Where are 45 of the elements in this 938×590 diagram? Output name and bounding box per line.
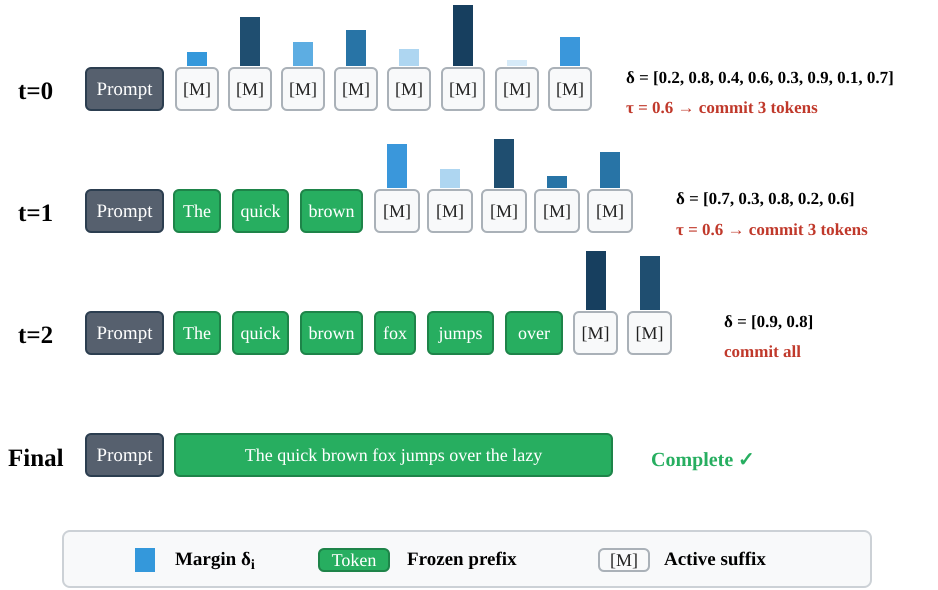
legend-label: Active suffix (664, 548, 766, 572)
mask-box: [M] (427, 189, 473, 233)
prompt-box: Prompt (85, 189, 164, 233)
prompt-box: Prompt (85, 311, 164, 355)
mask-box: [M] (387, 67, 431, 111)
legend-label: Frozen prefix (407, 548, 517, 572)
mask-box: [M] (441, 67, 485, 111)
commit-note: τ = 0.6 → commit 3 tokens (676, 219, 868, 240)
token-box: brown (300, 189, 363, 233)
mask-box: [M] (598, 548, 650, 572)
mask-box: [M] (228, 67, 272, 111)
mask-box: [M] (534, 189, 580, 233)
token-box: The (173, 189, 221, 233)
token-box: jumps (427, 311, 494, 355)
complete-label: Complete ✓ (651, 448, 756, 473)
token-box: quick (232, 311, 289, 355)
mask-box: [M] (548, 67, 592, 111)
mask-box: [M] (334, 67, 378, 111)
commit-note: commit all (724, 341, 801, 362)
prompt-box: Prompt (85, 433, 164, 477)
mask-box: [M] (627, 311, 672, 355)
prompt-box: Prompt (85, 67, 164, 111)
mask-box: [M] (573, 311, 618, 355)
token-box: brown (300, 311, 363, 355)
mask-box: [M] (495, 67, 539, 111)
token-box: over (505, 311, 563, 355)
mask-box: [M] (587, 189, 633, 233)
token-box: fox (374, 311, 416, 355)
mask-box: [M] (281, 67, 325, 111)
delta-values: δ = [0.7, 0.3, 0.8, 0.2, 0.6] (676, 188, 855, 210)
commit-note: τ = 0.6 → commit 3 tokens (626, 97, 818, 118)
token-box: The (173, 311, 221, 355)
row-label: Final (8, 444, 64, 474)
row-label: t=1 (18, 199, 54, 229)
mask-box: [M] (374, 189, 420, 233)
token-box: Token (318, 548, 390, 572)
delta-values: δ = [0.2, 0.8, 0.4, 0.6, 0.3, 0.9, 0.1, 0.7] (626, 67, 894, 88)
legend-label: Margin δ$_{i}$ (175, 548, 255, 572)
token-box: The quick brown fox jumps over the lazy (174, 433, 613, 477)
mask-box: [M] (481, 189, 527, 233)
row-label: t=2 (18, 321, 54, 351)
mask-box: [M] (175, 67, 219, 111)
delta-values: δ = [0.9, 0.8] (724, 311, 814, 332)
token-box: quick (232, 189, 289, 233)
row-label: t=0 (18, 77, 54, 107)
